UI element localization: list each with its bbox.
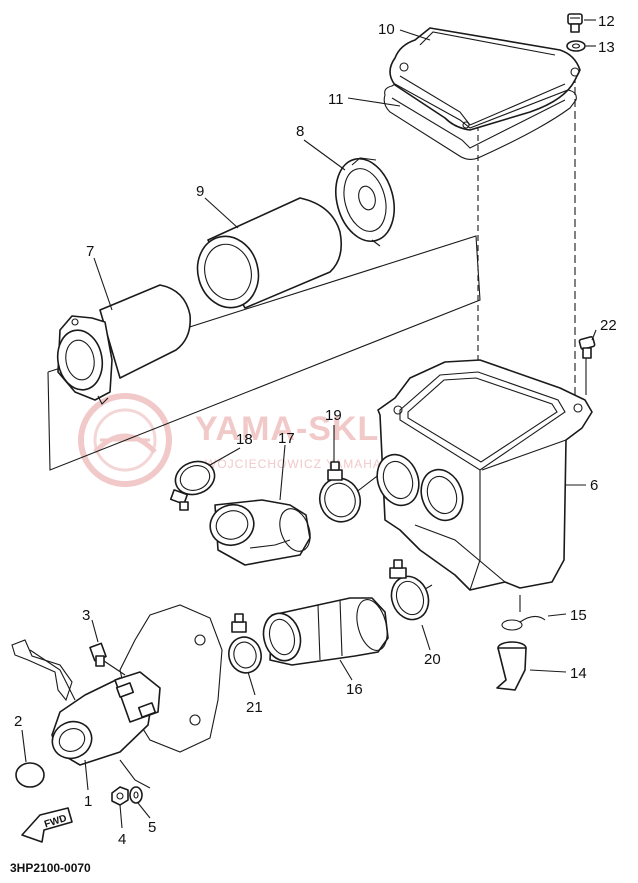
filter-guide: [56, 284, 192, 405]
clamp-18: [169, 460, 216, 511]
callout-12: 12: [598, 13, 615, 30]
clamp-21: [228, 613, 262, 674]
callout-4: 4: [118, 831, 126, 848]
callout-10: 10: [378, 21, 395, 38]
screw-12: [567, 13, 583, 33]
leader-lines: [21, 19, 597, 829]
callout-22: 22: [600, 317, 617, 334]
figure-code: 3HP2100-0070: [10, 861, 91, 875]
fwd-arrow: FWD: [21, 807, 73, 843]
drain-14: [496, 641, 527, 691]
watermark-logo: [78, 393, 172, 487]
washer-13: [566, 40, 586, 52]
carburetor-joint: [51, 671, 161, 766]
o-ring-2: [15, 762, 45, 788]
callout-2: 2: [14, 713, 22, 730]
callout-16: 16: [346, 681, 363, 698]
callout-11: 11: [328, 91, 344, 108]
washer-5: [129, 786, 143, 804]
callout-5: 5: [148, 819, 156, 836]
air-box-lid: [389, 27, 581, 131]
callout-18: 18: [236, 431, 253, 448]
callout-15: 15: [570, 607, 587, 624]
clip-15: [501, 615, 546, 631]
bolt-3: [89, 642, 107, 667]
watermark-subtitle: WOJCIECHOWICZ YAMAHA: [205, 457, 382, 471]
filter-cap: [335, 157, 395, 247]
carburetor-gasket: [119, 604, 223, 753]
lid-gasket: [383, 83, 577, 161]
clamp-19: [318, 461, 362, 523]
bracket: [11, 639, 73, 702]
callout-6: 6: [590, 477, 598, 494]
filter-element: [196, 197, 343, 309]
callout-3: 3: [82, 607, 90, 624]
watermark: YAMA-SKLEP.PL WOJCIECHOWICZ YAMAHA: [78, 393, 477, 487]
callouts: 10 12 13 11 8 9 7 22 18 17 19 6 15 14 20…: [14, 13, 617, 848]
callout-14: 14: [570, 665, 587, 682]
joint-17: [209, 499, 311, 566]
callout-9: 9: [196, 183, 204, 200]
air-box: [376, 359, 593, 591]
screw-22: [578, 336, 596, 359]
callout-7: 7: [86, 243, 94, 260]
callout-17: 17: [278, 430, 295, 447]
callout-1: 1: [84, 793, 92, 810]
clamp-20: [389, 559, 430, 621]
nut-4: [111, 786, 129, 806]
joint-16: [262, 597, 389, 666]
callout-21: 21: [246, 699, 263, 716]
callout-20: 20: [424, 651, 441, 668]
callout-13: 13: [598, 39, 615, 56]
stud-leader: [119, 759, 151, 789]
callout-19: 19: [325, 407, 342, 424]
callout-8: 8: [296, 123, 304, 140]
